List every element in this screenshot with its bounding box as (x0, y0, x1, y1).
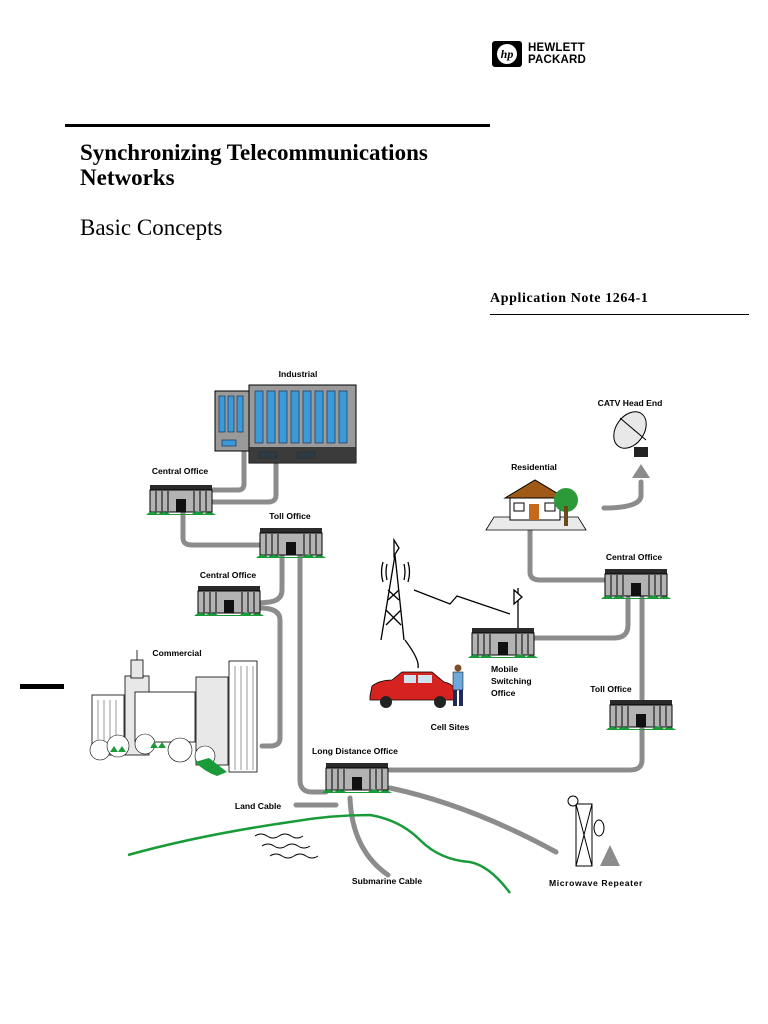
label-mobile-line-3: Office (491, 688, 516, 698)
label-industrial: Industrial (279, 369, 318, 379)
central-office-2-icon (193, 585, 265, 617)
toll-office-2-icon (605, 699, 677, 731)
shoreline (127, 813, 512, 894)
application-note-number: Application Note 1264-1 (490, 291, 649, 306)
industrial-building-icon (214, 384, 357, 464)
person-icon (452, 664, 464, 706)
label-central-office-3: Central Office (606, 552, 663, 562)
document-title: Synchronizing Telecommunications Network… (80, 140, 428, 190)
hp-logo-line-2: PACKARD (528, 54, 587, 66)
commercial-skyline-icon (89, 650, 258, 776)
margin-marker (20, 684, 64, 689)
long-distance-office-icon (321, 762, 393, 794)
central-office-3-icon (600, 568, 672, 600)
label-mobile-line-1: Mobile (491, 664, 518, 674)
toll-office-1-icon (255, 527, 327, 559)
label-submarine-cable: Submarine Cable (352, 876, 422, 886)
hp-logo-line-1: HEWLETT (528, 42, 585, 54)
label-catv-head-end: CATV Head End (598, 398, 663, 408)
label-toll-office-1: Toll Office (269, 511, 311, 521)
label-central-office-2: Central Office (200, 570, 257, 580)
application-note-rule (490, 314, 749, 315)
label-toll-office-2: Toll Office (590, 684, 632, 694)
network-diagram: Industrial CATV Head End Central Office … (89, 369, 677, 894)
water-waves-icon (254, 833, 319, 859)
cables (180, 447, 645, 878)
hp-logo-mark: hp (492, 41, 522, 67)
satellite-dish-icon (613, 411, 650, 478)
cell-tower-icon (380, 537, 523, 669)
label-microwave-repeater: Microwave Repeater (549, 878, 643, 888)
residential-house-icon (485, 479, 587, 531)
label-land-cable: Land Cable (235, 801, 282, 811)
hp-logo-glyph: hp (497, 44, 517, 64)
label-long-distance-office: Long Distance Office (312, 746, 398, 756)
hp-logo: hp HEWLETT PACKARD (492, 41, 612, 67)
microwave-tower-icon (567, 795, 620, 867)
mobile-switching-office-icon (467, 627, 539, 659)
label-commercial: Commercial (152, 648, 201, 658)
label-mobile-line-2: Switching (491, 676, 532, 686)
title-rule (65, 124, 490, 127)
label-central-office-1: Central Office (152, 466, 209, 476)
label-cell-sites: Cell Sites (431, 722, 470, 732)
central-office-1-icon (145, 484, 217, 516)
document-subtitle: Basic Concepts (80, 215, 223, 240)
car-icon (369, 671, 457, 708)
label-residential: Residential (511, 462, 557, 472)
